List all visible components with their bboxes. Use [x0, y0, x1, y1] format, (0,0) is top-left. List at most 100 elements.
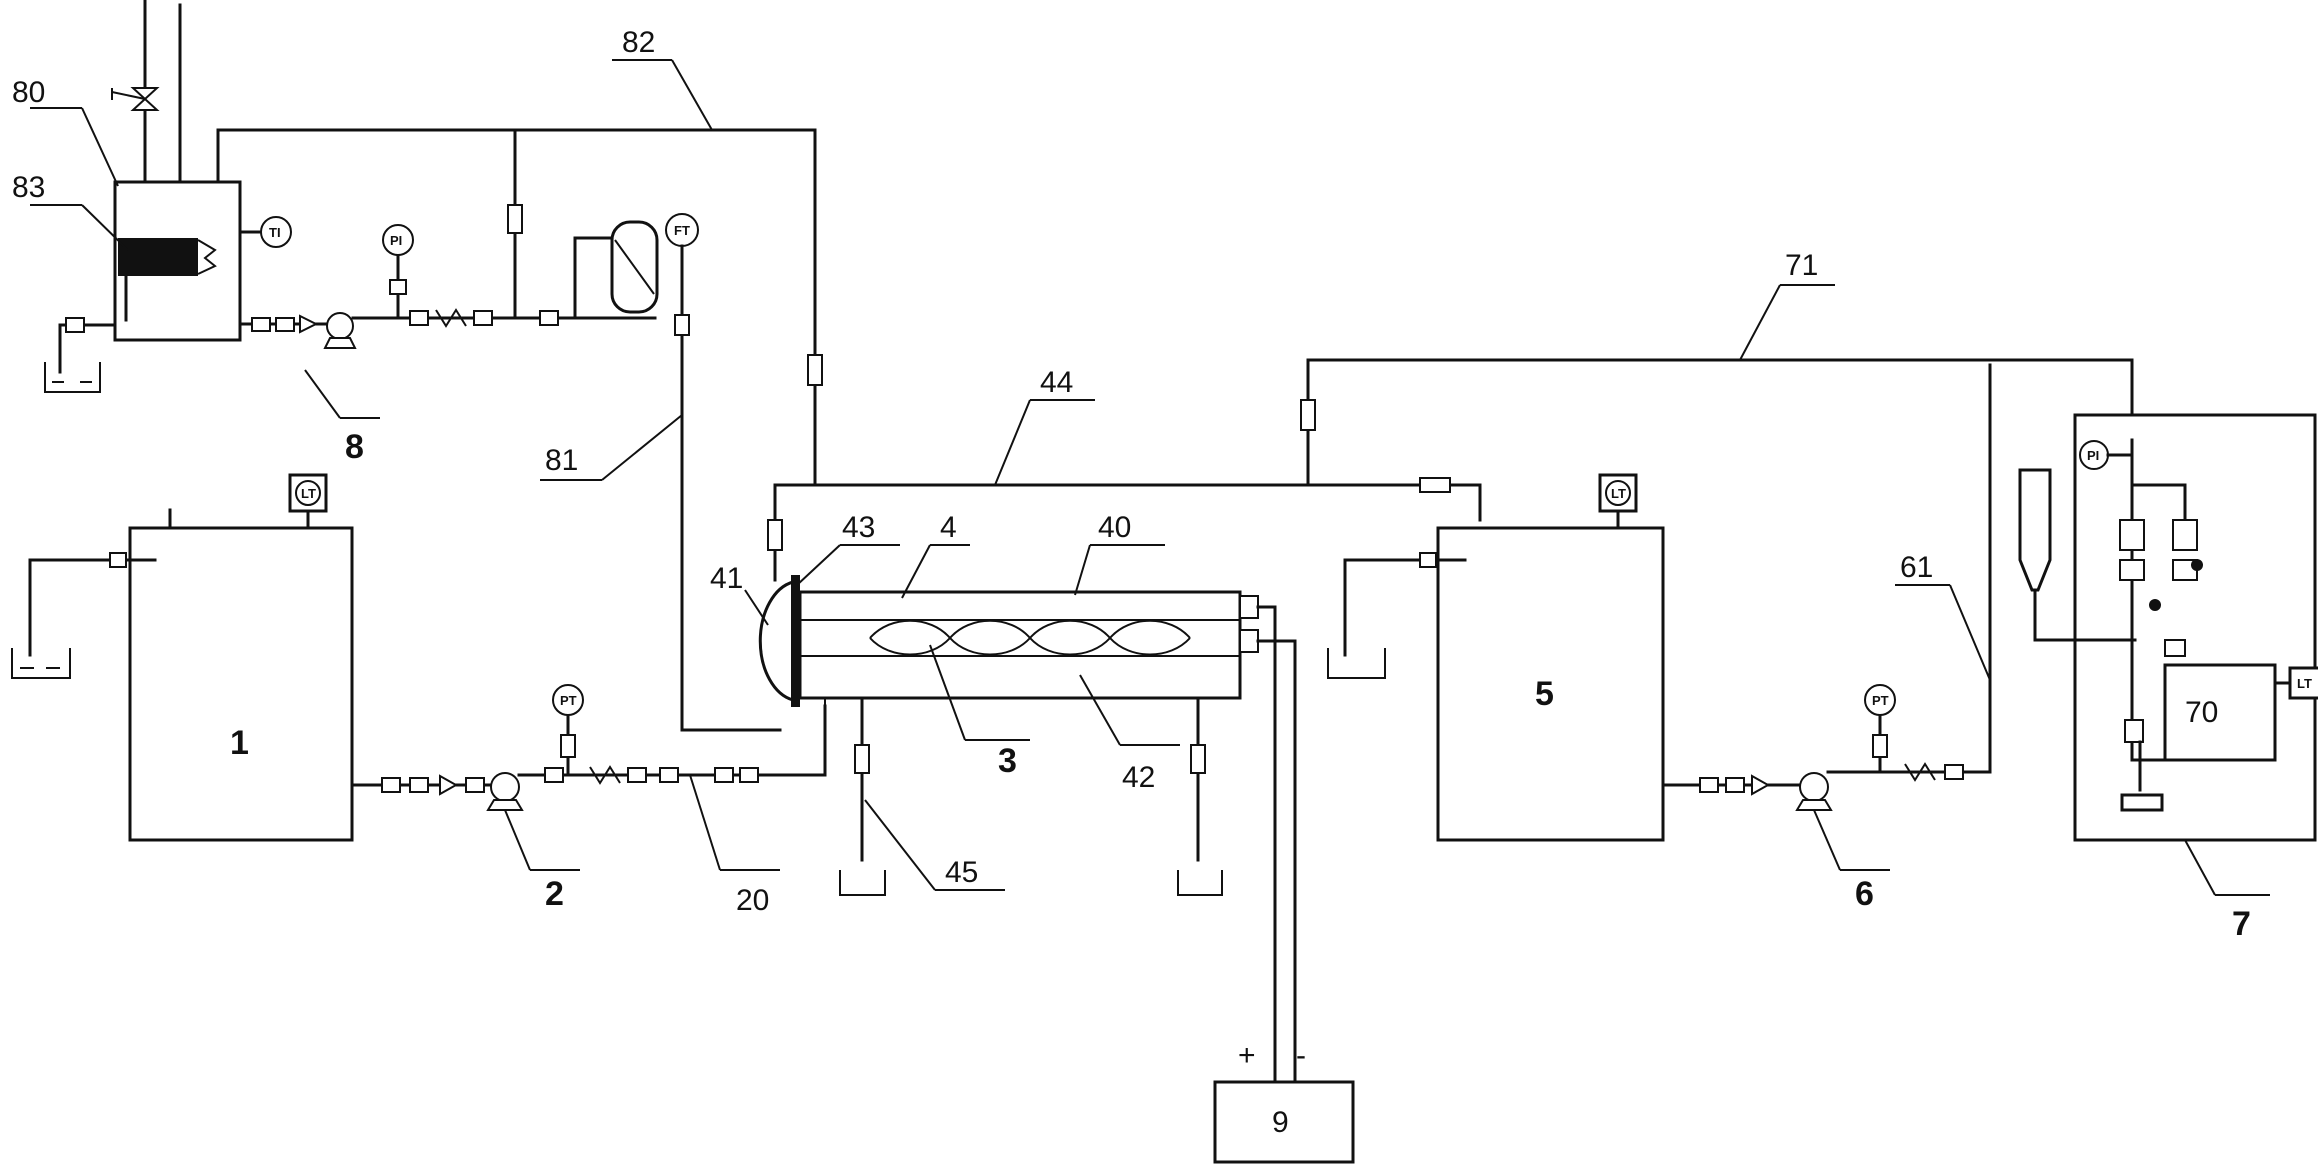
- label-8: 8: [345, 428, 364, 466]
- label-81: 81: [545, 444, 578, 477]
- label-45: 45: [945, 856, 978, 889]
- line-20-group: PT: [350, 684, 827, 811]
- line20-valve-4-icon: [714, 767, 734, 783]
- unit8-pump-icon: [326, 312, 354, 340]
- unit-8: TI PI FT: [44, 0, 782, 732]
- label-4-leader: [901, 544, 931, 599]
- tank80-drain-valve-icon: [65, 317, 85, 333]
- label-42: 42: [1122, 761, 1155, 794]
- line81-valve-icon: [674, 314, 690, 336]
- label-4: 4: [940, 511, 957, 544]
- tank-1-label: 1: [230, 724, 249, 762]
- line-20: [517, 704, 827, 777]
- line-61-group: PT: [1661, 363, 1992, 811]
- label-71: 71: [1785, 249, 1818, 282]
- box-70-label: 70: [2185, 696, 2218, 729]
- unit7-drain-basin-icon: [2120, 793, 2164, 812]
- line-82: [216, 128, 817, 487]
- unit-7: PI 70 LT: [2018, 413, 2318, 842]
- label-44-leader: [994, 399, 1031, 486]
- label-3-leader: [929, 644, 966, 741]
- pump-6-base: [1795, 799, 1833, 811]
- unit8-pump-base: [323, 337, 357, 349]
- line-71: [1306, 358, 2134, 487]
- label-41-leader: [744, 589, 769, 626]
- spiral-3-counter: [869, 619, 1191, 656]
- pump6-gauge-text: PT: [1872, 693, 1889, 708]
- power-9-label: 9: [1272, 1106, 1289, 1139]
- unit8-valve-5-icon: [539, 310, 559, 326]
- line61-valve-icon: [1944, 764, 1964, 780]
- line81-gauge-text: FT: [674, 223, 690, 238]
- unit7-valve-5-icon: [2164, 639, 2186, 657]
- plus-label: +: [1238, 1039, 1256, 1072]
- pump2-valve-2-icon: [409, 777, 429, 793]
- label-7-leader: [2184, 839, 2216, 896]
- label-83-leader: [81, 204, 129, 251]
- line20-valve-2-icon: [627, 767, 647, 783]
- box-70: [2163, 663, 2277, 762]
- vent-valve-handle: [111, 91, 146, 100]
- tank5-gauge-dial: [1605, 480, 1631, 506]
- tank1-gauge-text: LT: [301, 486, 316, 501]
- line71-valve-icon: [1300, 399, 1316, 431]
- tank5-gauge-text: LT: [1611, 486, 1626, 501]
- unit8-check-valve-icon: [299, 314, 319, 334]
- label-44: 44: [1040, 366, 1073, 399]
- label-80: 80: [12, 76, 45, 109]
- pump2-check-valve-icon: [439, 774, 459, 796]
- label-61-leader: [1949, 584, 1991, 681]
- pump2-gauge-valve-icon: [560, 734, 576, 758]
- reactor-4: [758, 477, 1482, 896]
- callout-labels: 80 83 8 82 81 44 71 43 4 40: [12, 26, 2270, 943]
- unit7-valve-1-icon: [2119, 519, 2145, 551]
- label-2-leader: [504, 809, 531, 871]
- minus-label: -: [1296, 1039, 1306, 1072]
- line20-valve-5-icon: [739, 767, 759, 783]
- label-41: 41: [710, 562, 743, 595]
- pump-6-icon: [1799, 772, 1829, 802]
- unit7-node-2-icon: [2191, 559, 2203, 571]
- unit7-gauge-box-text: LT: [2297, 676, 2312, 691]
- line20-valve-3-icon: [659, 767, 679, 783]
- pump6-gauge-valve-icon: [1872, 734, 1888, 758]
- pump2-valve-3-icon: [465, 777, 485, 793]
- tank80-drain-pipe: [58, 323, 117, 374]
- label-61: 61: [1900, 551, 1933, 584]
- label-20-leader: [689, 774, 721, 871]
- filter-vessel-diagonal: [614, 239, 655, 295]
- unit7-branch-pipe: [2130, 483, 2187, 532]
- unit7-box-inlet: [2130, 748, 2167, 762]
- plus-wire: [1256, 605, 1277, 1087]
- label-8-leader: [304, 369, 341, 419]
- pipe44-valve-2-icon: [1419, 477, 1451, 493]
- power-supply-box: [1213, 1080, 1355, 1164]
- pump-2-base: [486, 799, 524, 811]
- unit7-valve-3-icon: [2119, 559, 2145, 581]
- tank-1: [128, 526, 354, 842]
- label-71-leader: [1739, 284, 1781, 361]
- pump6-gauge-icon: [1864, 684, 1896, 716]
- ti-gauge-icon: [260, 216, 292, 248]
- label-43: 43: [842, 511, 875, 544]
- unit8-valve-2-icon: [275, 317, 295, 332]
- minus-wire: [1256, 639, 1297, 1087]
- flange-43: [791, 575, 800, 707]
- box70-gauge-icon: [2288, 666, 2318, 700]
- pi-gauge-icon: [382, 224, 414, 256]
- line82-valve-icon: [807, 354, 823, 386]
- unit8-gauge-text: PI: [390, 233, 402, 248]
- tank80-drain-basin-icon: [44, 362, 101, 393]
- reactor-tube-40: [798, 590, 1242, 700]
- unit7-node-1-icon: [2149, 599, 2161, 611]
- heater-83: [118, 238, 198, 276]
- label-42-leader: [1079, 674, 1121, 746]
- unit8-valve-1-icon: [251, 317, 271, 332]
- label-6-leader: [1813, 809, 1841, 871]
- label-43-leader: [796, 544, 841, 586]
- heater-83-coil: [197, 239, 217, 275]
- tank1-basin-icon: [11, 648, 71, 679]
- tank5-overflow-valve-icon: [1419, 552, 1437, 568]
- label-2: 2: [545, 875, 564, 913]
